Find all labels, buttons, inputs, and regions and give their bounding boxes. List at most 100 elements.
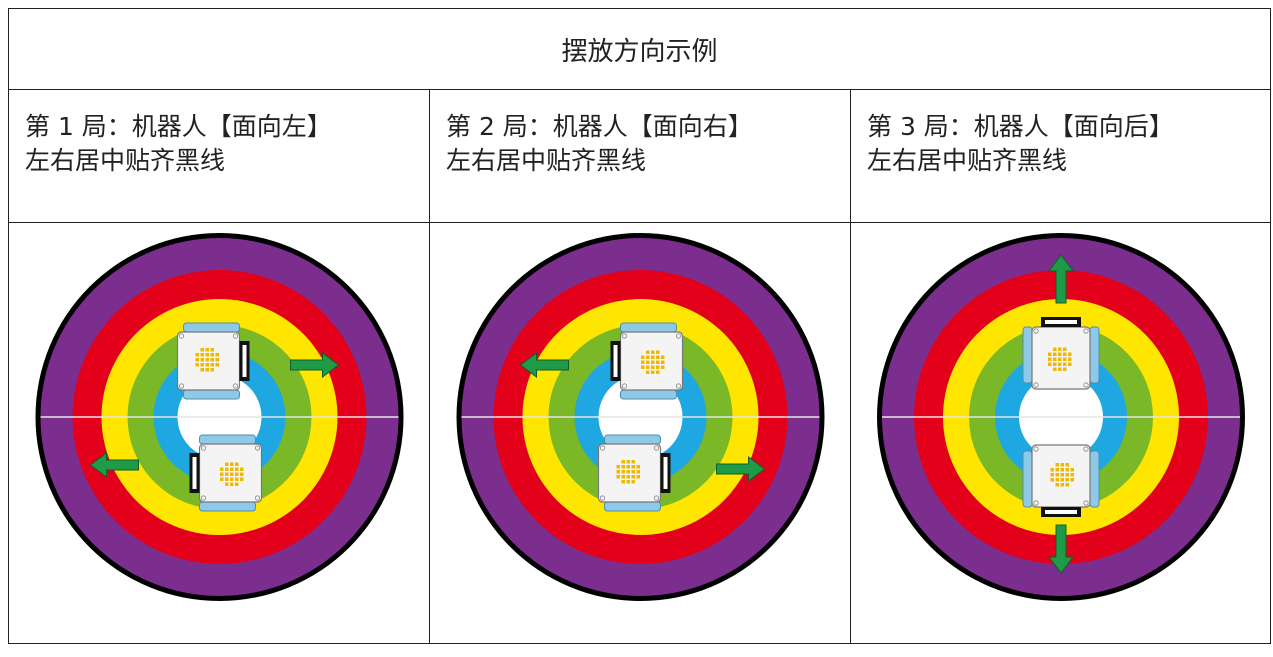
robot-led <box>621 470 625 474</box>
robot-led <box>1060 478 1064 482</box>
round-2-header: 第 2 局：机器人【面向右】 左右居中贴齐黑线 <box>429 89 851 223</box>
robot-led <box>200 353 204 357</box>
robot-led <box>195 358 199 362</box>
arrow-up-icon <box>1048 254 1074 304</box>
robot-led <box>626 470 630 474</box>
robot-screw <box>599 495 606 501</box>
robot-led <box>235 482 239 486</box>
robot-screw <box>1083 500 1089 506</box>
robot-sensor-window <box>1045 320 1077 324</box>
robot-led <box>1050 478 1054 482</box>
robot-led <box>656 350 660 354</box>
robot-led <box>621 480 625 484</box>
robot-led <box>1068 352 1072 356</box>
robot-led <box>1053 357 1057 361</box>
arrow-shape <box>1048 524 1074 574</box>
robot-led <box>616 475 620 479</box>
robot-led <box>1068 357 1072 361</box>
robot-led <box>656 360 660 364</box>
robot-led <box>1063 362 1067 366</box>
robot-screw <box>1083 446 1089 452</box>
robot-led <box>1055 468 1059 472</box>
round-1-instruction: 左右居中贴齐黑线 <box>25 146 226 175</box>
robot-led <box>661 355 665 359</box>
arrow-shape <box>716 456 766 482</box>
robot-led <box>616 470 620 474</box>
robot-led <box>631 475 635 479</box>
robot-wheel <box>620 322 677 333</box>
robot-screw <box>200 445 207 451</box>
robot-led <box>1065 468 1069 472</box>
robot-screw <box>1083 328 1089 334</box>
robot-led <box>651 365 655 369</box>
robot-led <box>215 358 219 362</box>
robot-led <box>641 355 645 359</box>
robot-led <box>656 370 660 374</box>
robot-led <box>210 353 214 357</box>
robot-led <box>225 482 229 486</box>
robot-led <box>235 462 239 466</box>
robot-screw <box>1033 446 1039 452</box>
robot-screw <box>1083 382 1089 388</box>
robot-led <box>1050 468 1054 472</box>
robot-led <box>626 480 630 484</box>
robot-led <box>1048 352 1052 356</box>
robot-led <box>631 470 635 474</box>
robot-wheel <box>1022 326 1033 384</box>
robot-led <box>1055 478 1059 482</box>
robot-led <box>636 475 640 479</box>
robot-screw <box>599 445 606 451</box>
round-2-title: 第 2 局：机器人【面向右】 <box>446 112 753 141</box>
robot-led <box>230 467 234 471</box>
robot-led <box>225 462 229 466</box>
robot-sensor-window <box>1045 510 1077 514</box>
robot-sensor-window <box>192 457 197 489</box>
round-1-target-diagram <box>35 233 404 601</box>
robot-led <box>646 350 650 354</box>
arrow-shape <box>519 352 569 378</box>
robot-screw <box>1033 382 1039 388</box>
robot-led <box>661 365 665 369</box>
round-3-instruction: 左右居中贴齐黑线 <box>867 146 1068 175</box>
robot-led <box>1060 468 1064 472</box>
robot-sensor-window <box>242 345 247 377</box>
robot-led <box>200 358 204 362</box>
arrow-shape <box>1048 254 1074 304</box>
robot-led <box>1053 347 1057 351</box>
robot-screw <box>1033 328 1039 334</box>
robot-screw <box>178 333 185 339</box>
robot-wheel <box>183 322 240 333</box>
robot-led <box>225 477 229 481</box>
robot-led <box>240 467 244 471</box>
robot-led <box>215 353 219 357</box>
robot-led <box>210 348 214 352</box>
document-page: 摆放方向示例 第 1 局：机器人【面向左】 左右居中贴齐黑线 第 2 局：机器人… <box>7 8 1272 644</box>
robot-led <box>1048 357 1052 361</box>
robot-led <box>195 353 199 357</box>
robot-wheel <box>620 389 677 400</box>
robot-screw <box>178 383 185 389</box>
robot-led <box>230 477 234 481</box>
robot-wheel <box>199 434 256 445</box>
robot-led <box>1068 362 1072 366</box>
robot-led <box>225 472 229 476</box>
robot-led <box>1055 473 1059 477</box>
robot-led <box>210 363 214 367</box>
robot-led <box>646 365 650 369</box>
round-1-title: 第 1 局：机器人【面向左】 <box>25 112 332 141</box>
robot-wheel <box>604 501 661 512</box>
round-3-target-diagram <box>877 233 1245 601</box>
robot-led <box>1070 478 1074 482</box>
robot-1 <box>1022 317 1100 390</box>
robot-led <box>230 462 234 466</box>
round-3-header: 第 3 局：机器人【面向后】 左右居中贴齐黑线 <box>849 89 1272 223</box>
robot-led <box>210 358 214 362</box>
robot-led <box>1055 463 1059 467</box>
robot-led <box>631 460 635 464</box>
arrow-right-icon <box>716 456 766 482</box>
robot-led <box>1053 362 1057 366</box>
robot-led <box>200 363 204 367</box>
robot-led <box>235 472 239 476</box>
robot-led <box>621 475 625 479</box>
arrow-left-icon <box>519 352 569 378</box>
